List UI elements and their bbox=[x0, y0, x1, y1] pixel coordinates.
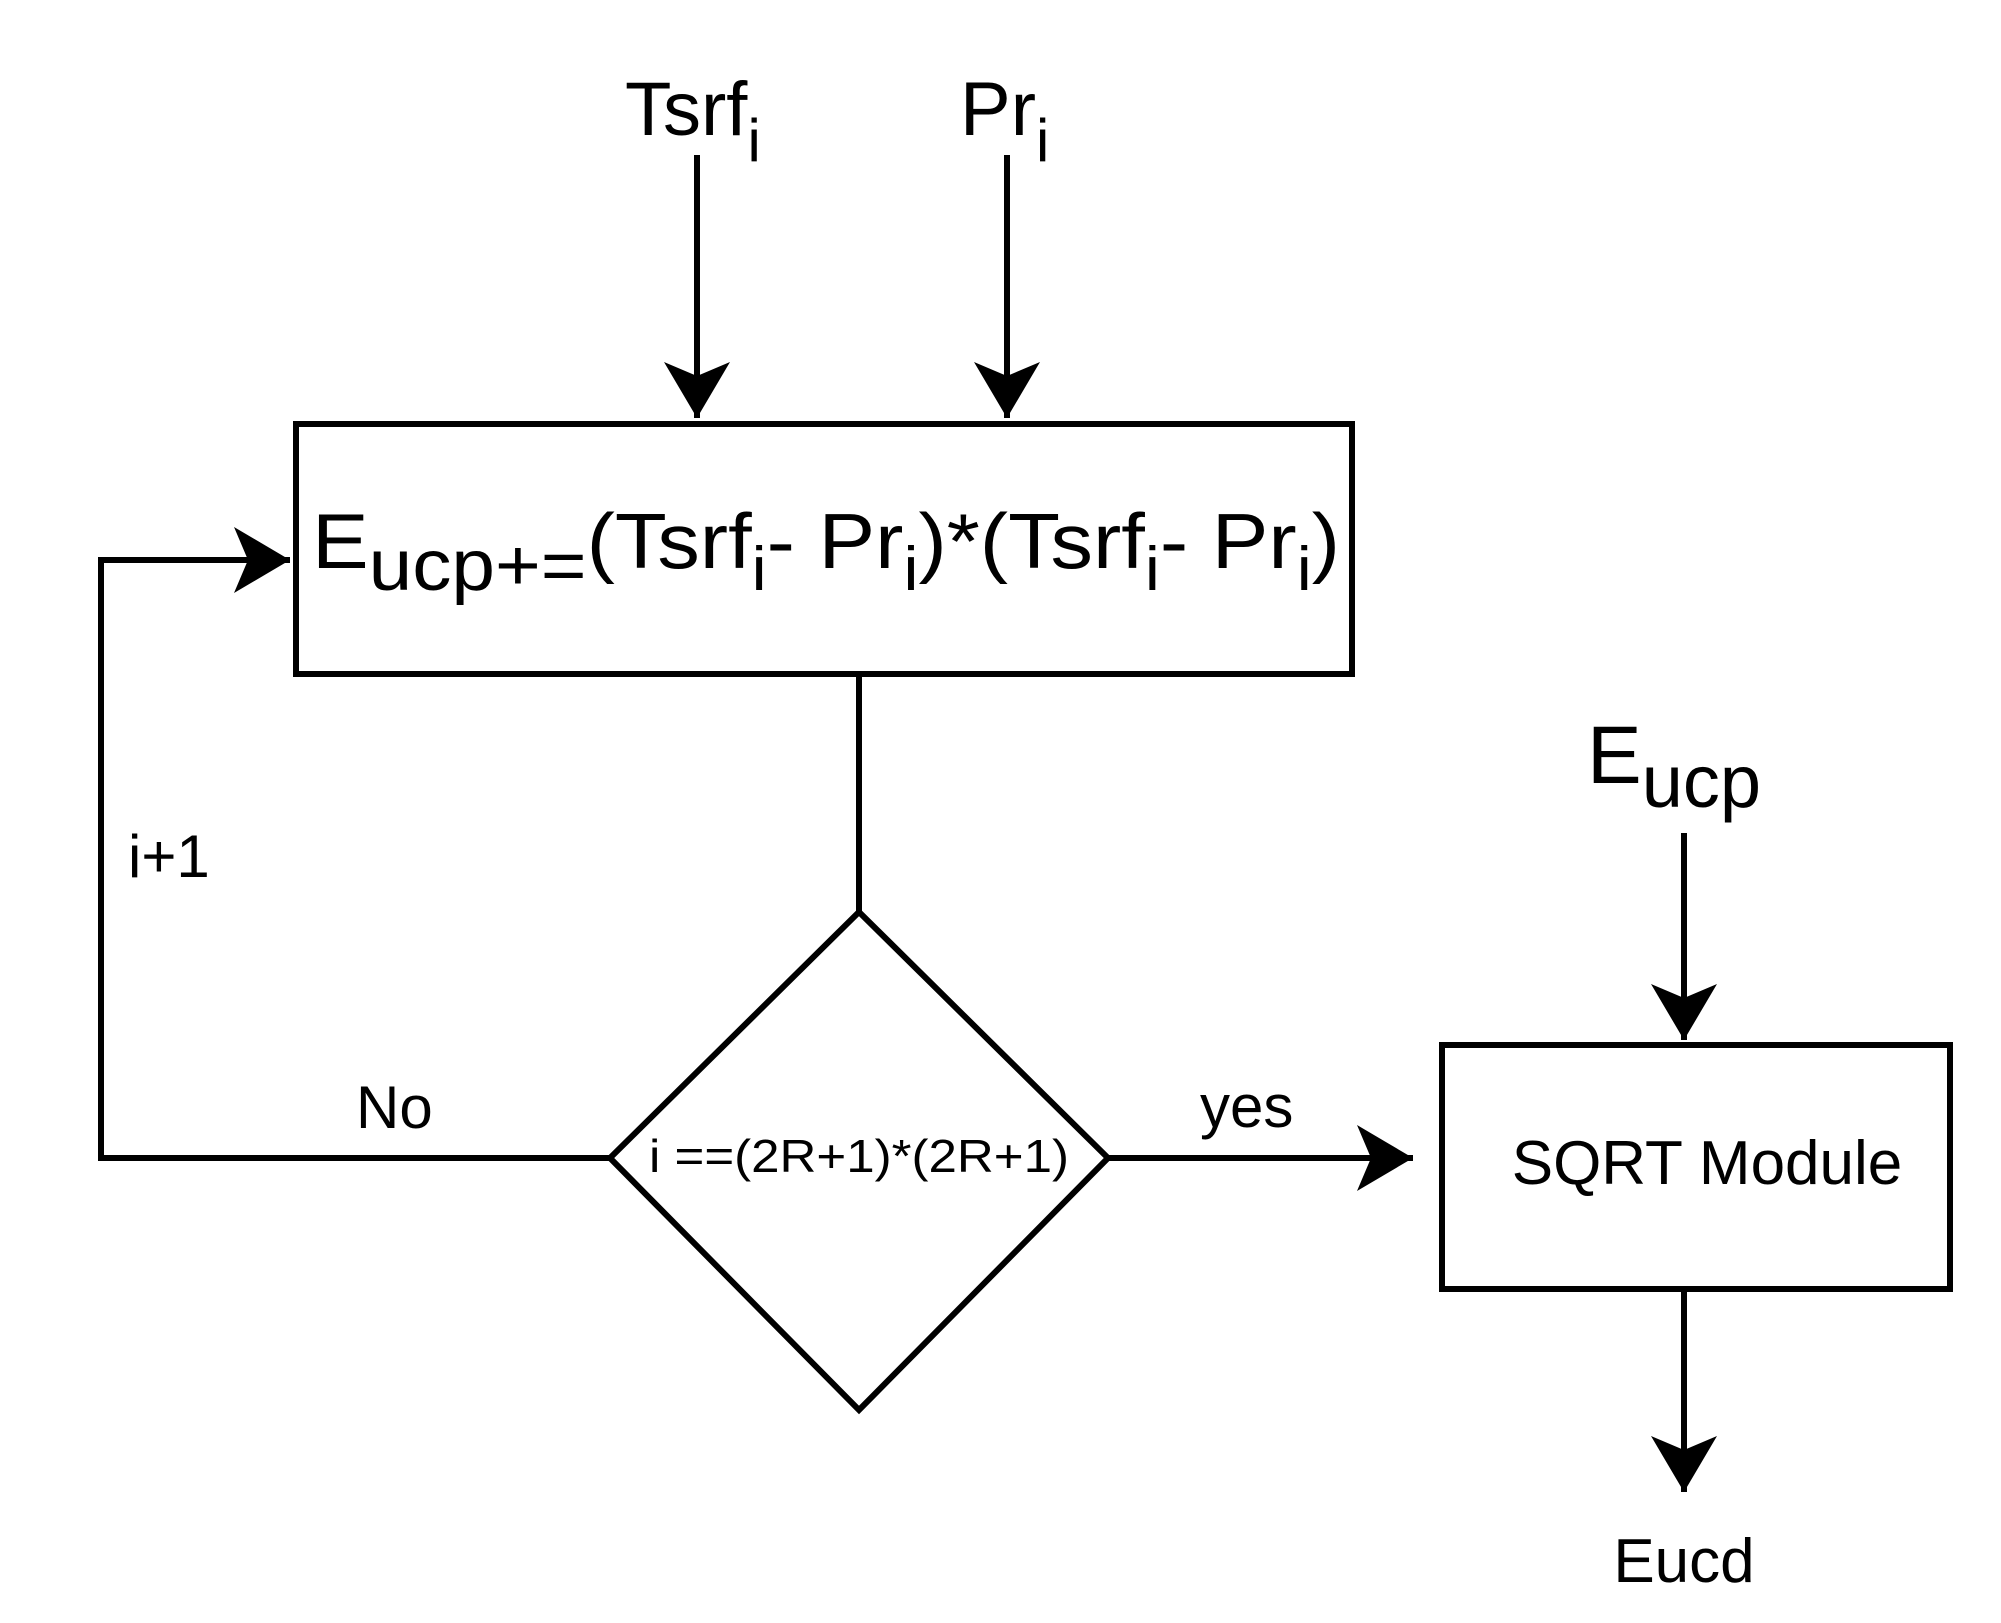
loop-back-path bbox=[98, 527, 610, 1161]
yes-branch-label: yes bbox=[1200, 1073, 1293, 1140]
decision-diamond bbox=[605, 907, 1113, 1415]
output-label: Eucd bbox=[1613, 1527, 1754, 1596]
loop-increment-label: i+1 bbox=[128, 823, 210, 890]
eucp-input-label: Eucp bbox=[1587, 710, 1761, 823]
input-tsrf-label: Tsrfi bbox=[625, 67, 761, 174]
decision-condition: i ==(2R+1)*(2R+1) bbox=[649, 1130, 1069, 1182]
no-branch-label: No bbox=[356, 1074, 433, 1141]
sqrt-module-label: SQRT Module bbox=[1512, 1129, 1903, 1198]
sqrt-module-box bbox=[1439, 1042, 1953, 1292]
accumulate-box bbox=[293, 421, 1355, 677]
input-pr-label: Pri bbox=[960, 67, 1049, 174]
